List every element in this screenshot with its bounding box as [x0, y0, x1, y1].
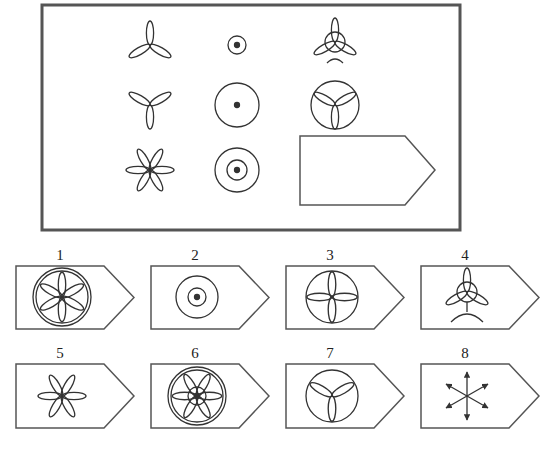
- pentagon-outline: [150, 363, 270, 429]
- empty-answer-slot: [300, 136, 435, 205]
- pentagon-outline: [285, 265, 405, 330]
- option-number: 6: [150, 345, 240, 361]
- option-number: 1: [15, 247, 105, 263]
- pentagon-outline: [420, 363, 540, 429]
- answer-option: 3: [285, 265, 405, 330]
- pentagon-outline: [285, 363, 405, 429]
- answer-option: 8: [420, 363, 540, 429]
- pentagon-outline: [150, 265, 270, 330]
- option-number: 5: [15, 345, 105, 361]
- answer-option: 5: [15, 363, 135, 429]
- option-number: 2: [150, 247, 240, 263]
- matrix-frame: [42, 5, 460, 230]
- answer-option: 2: [150, 265, 270, 330]
- option-number: 3: [285, 247, 375, 263]
- pentagon-outline: [15, 363, 135, 429]
- answer-option: 4: [420, 265, 540, 330]
- answer-option: 6: [150, 363, 270, 429]
- pentagon-outline: [15, 265, 135, 330]
- option-number: 7: [285, 345, 375, 361]
- three-petal: [127, 21, 172, 60]
- pentagon-outline: [420, 265, 540, 330]
- three-petal: [127, 90, 172, 129]
- answer-option: 7: [285, 363, 405, 429]
- answer-option: 1: [15, 265, 135, 330]
- option-number: 8: [420, 345, 510, 361]
- option-number: 4: [420, 247, 510, 263]
- six-petal: [126, 147, 174, 192]
